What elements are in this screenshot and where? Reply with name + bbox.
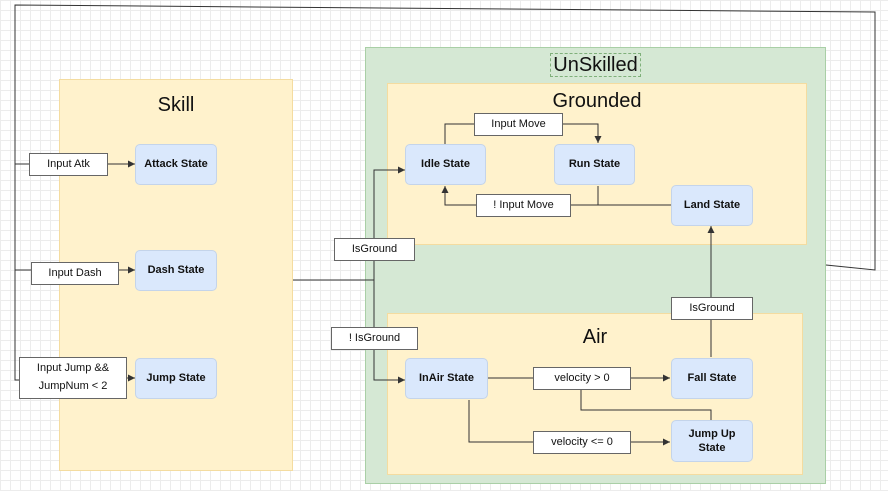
not-input-move-label[interactable]: ! Input Move bbox=[476, 194, 571, 217]
idle-state-node[interactable]: Idle State bbox=[405, 144, 486, 185]
jump-state-node[interactable]: Jump State bbox=[135, 358, 217, 399]
grounded-group-title: Grounded bbox=[552, 90, 642, 112]
input-atk-label[interactable]: Input Atk bbox=[29, 153, 108, 176]
velocity-le-label[interactable]: velocity <= 0 bbox=[533, 431, 631, 454]
attack-state-node[interactable]: Attack State bbox=[135, 144, 217, 185]
is-ground-air-label[interactable]: IsGround bbox=[671, 297, 753, 320]
dash-state-node[interactable]: Dash State bbox=[135, 250, 217, 291]
jumpup-state-node[interactable]: Jump Up State bbox=[671, 420, 753, 462]
skill-group-title: Skill bbox=[157, 94, 195, 116]
fall-state-node[interactable]: Fall State bbox=[671, 358, 753, 399]
input-jump-label[interactable]: Input Jump && JumpNum < 2 bbox=[19, 357, 127, 399]
input-dash-label[interactable]: Input Dash bbox=[31, 262, 119, 285]
inair-state-node[interactable]: InAir State bbox=[405, 358, 488, 399]
input-move-label[interactable]: Input Move bbox=[474, 113, 563, 136]
not-is-ground-label[interactable]: ! IsGround bbox=[331, 327, 418, 350]
is-ground-label[interactable]: IsGround bbox=[334, 238, 415, 261]
unskilled-group-title: UnSkilled bbox=[550, 53, 641, 77]
land-state-node[interactable]: Land State bbox=[671, 185, 753, 226]
velocity-gt-label[interactable]: velocity > 0 bbox=[533, 367, 631, 390]
air-group-title: Air bbox=[582, 326, 608, 348]
run-state-node[interactable]: Run State bbox=[554, 144, 635, 185]
